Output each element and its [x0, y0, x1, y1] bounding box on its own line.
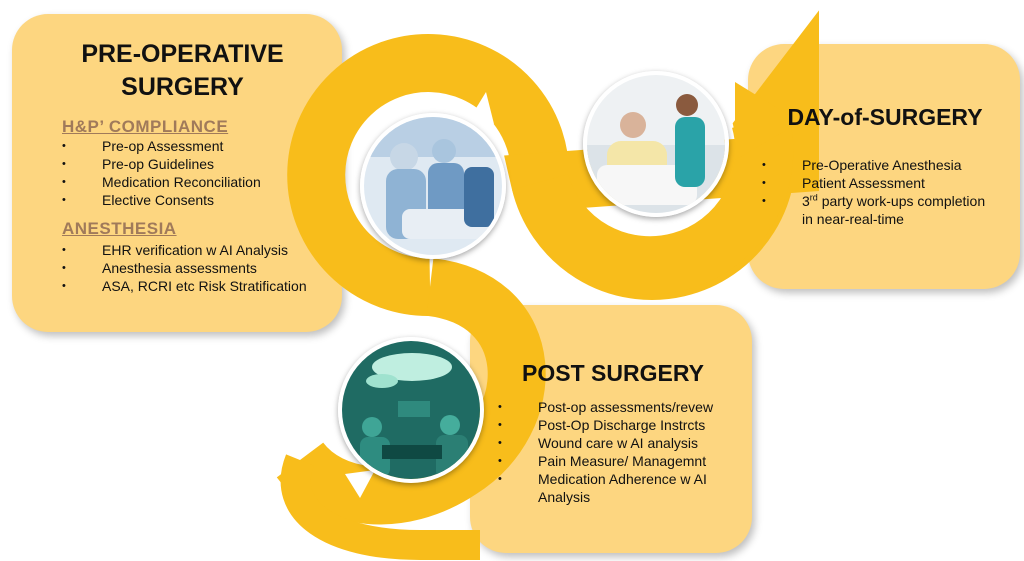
ordinal-suffix: rd — [809, 192, 818, 203]
nurse-with-patient-photo — [583, 71, 729, 217]
ribbon-arrow-right — [735, 82, 800, 160]
list-item: Patient Assessment — [762, 174, 992, 192]
pre-title-line1: PRE-OPERATIVE — [81, 40, 284, 68]
item-text: party work-ups completion in near-real-t… — [802, 193, 986, 227]
ribbon-bottom-hook — [280, 454, 480, 560]
operating-room-photo — [338, 337, 484, 483]
list-item: Wound care w AI analysis — [498, 434, 743, 452]
list-item: Pre-op Guidelines — [62, 155, 322, 173]
post-surgery-title: POST SURGERY — [522, 360, 704, 386]
list-item: Post-Op Discharge Instrcts — [498, 416, 743, 434]
ribbon-lower-arc — [276, 258, 546, 525]
list-item: Medication Adherence w AI Analysis — [498, 470, 743, 506]
ribbon-upper-arc — [287, 34, 570, 317]
list-item: Elective Consents — [62, 191, 322, 209]
list-item: Post-op assessments/revew — [498, 398, 743, 416]
hp-list: Pre-op Assessment Pre-op Guidelines Medi… — [62, 137, 322, 209]
list-item: 3rd party work-ups completion in near-re… — [762, 192, 992, 228]
ordinal-number: 3 — [802, 193, 810, 209]
pre-operative-title: PRE-OPERATIVE SURGERY — [40, 38, 325, 104]
anesthesia-heading: ANESTHESIA — [62, 219, 177, 238]
list-item: Medication Reconciliation — [62, 173, 322, 191]
day-list: Pre-Operative Anesthesia Patient Assessm… — [762, 156, 992, 228]
list-item: Pre-Operative Anesthesia — [762, 156, 992, 174]
ribbon-arrow-down — [345, 470, 375, 498]
post-list: Post-op assessments/revew Post-Op Discha… — [498, 398, 743, 506]
list-item: Pre-op Assessment — [62, 137, 322, 155]
ribbon-arrow-up — [470, 92, 494, 124]
day-of-surgery-title: DAY-of-SURGERY — [787, 104, 983, 130]
pre-title-line2: SURGERY — [121, 73, 244, 101]
list-item: Anesthesia assessments — [62, 259, 322, 277]
list-item: ASA, RCRI etc Risk Stratification — [62, 277, 322, 295]
list-item: Pain Measure/ Managemnt — [498, 452, 743, 470]
surgeons-operating-photo — [360, 113, 506, 259]
list-item: EHR verification w AI Analysis — [62, 241, 322, 259]
hp-compliance-heading: H&P’ COMPLIANCE — [62, 117, 229, 136]
anesthesia-list: EHR verification w AI Analysis Anesthesi… — [62, 241, 322, 295]
